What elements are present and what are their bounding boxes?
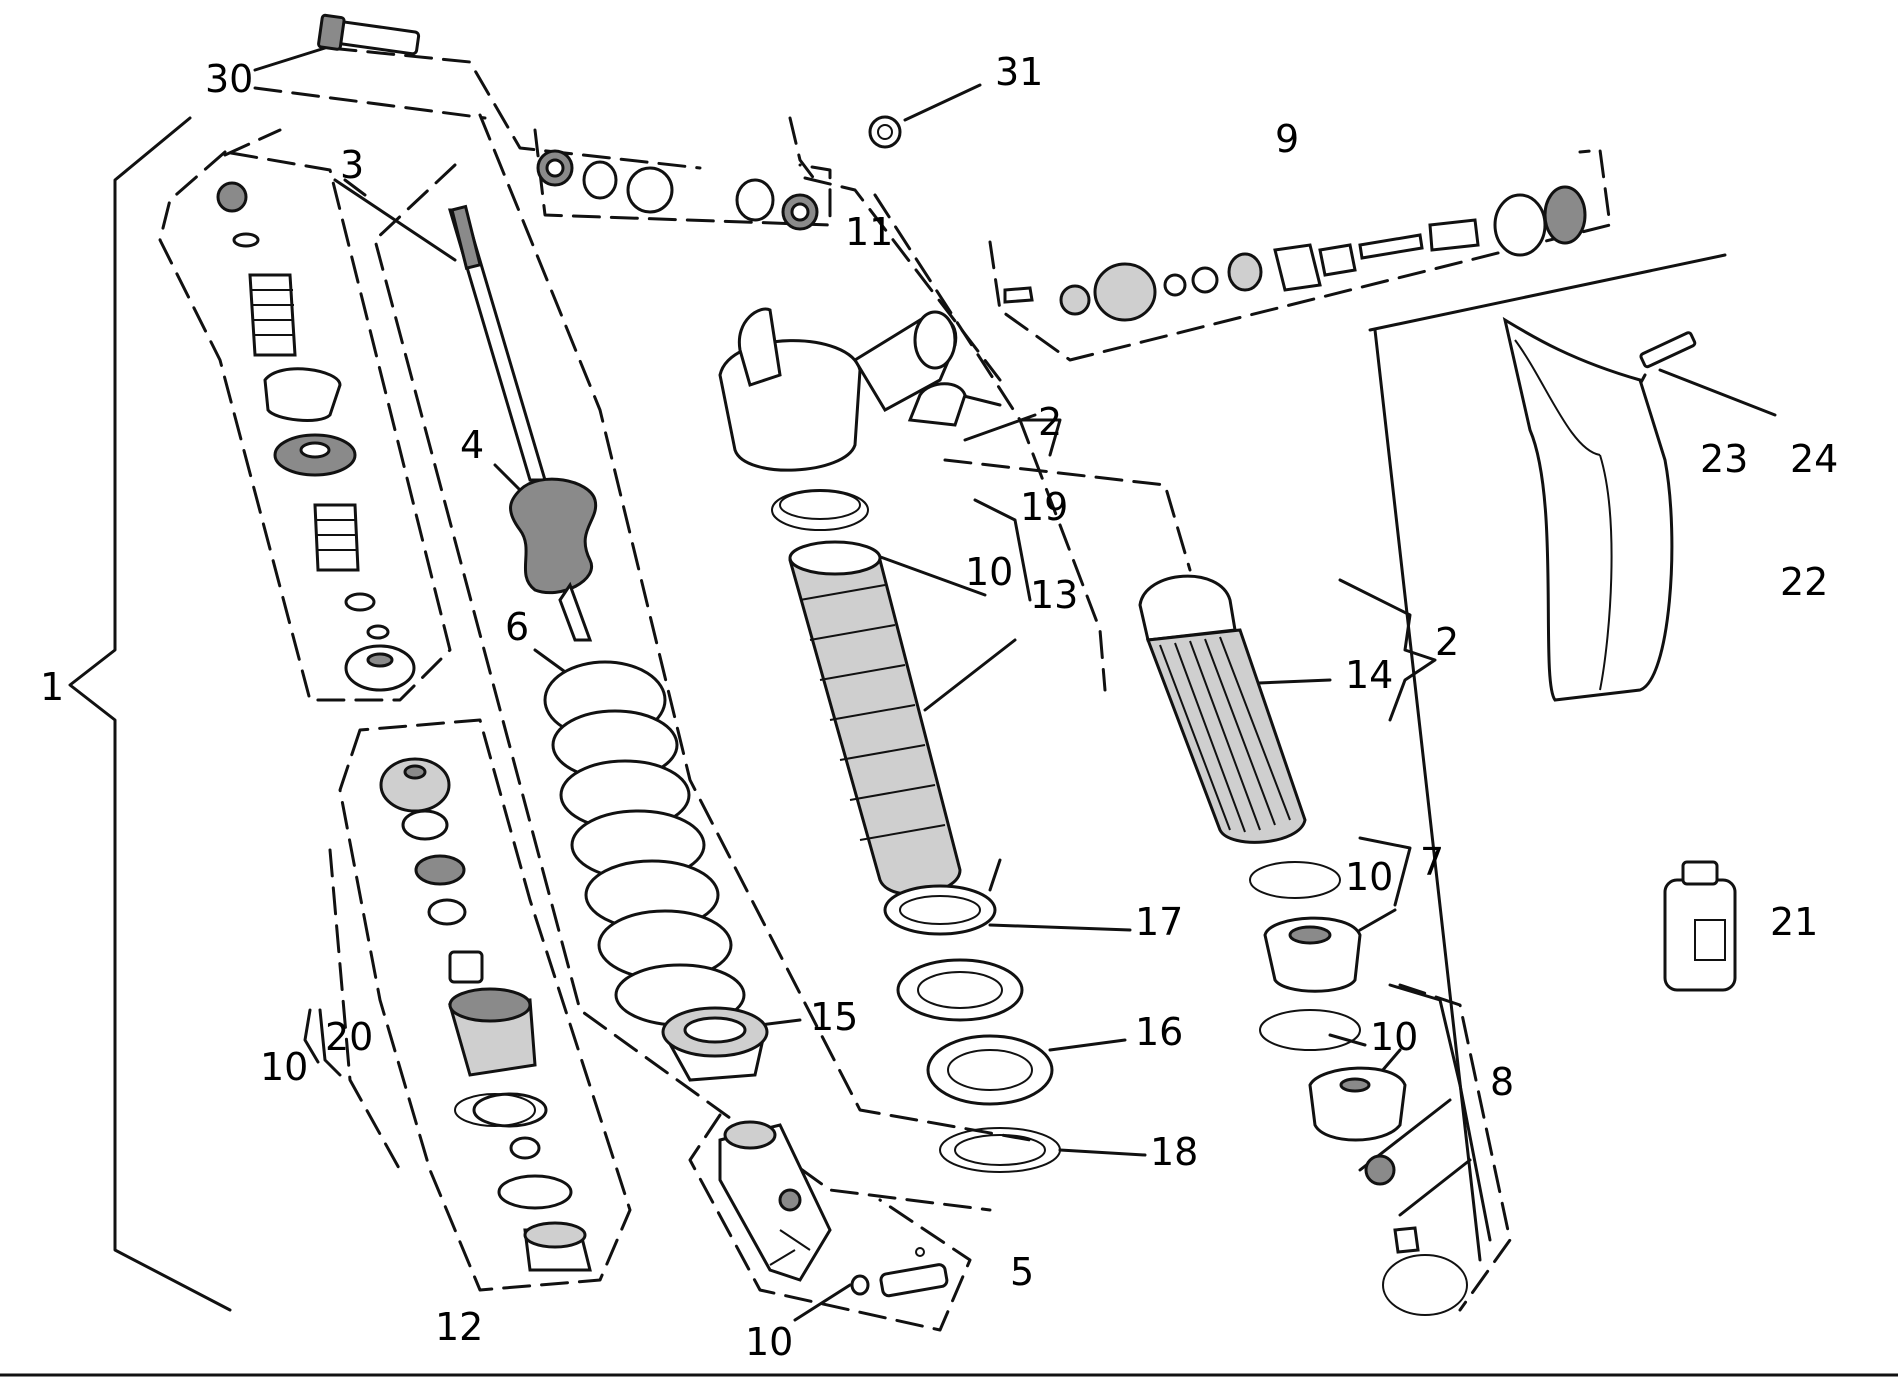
reservoir-14	[1138, 574, 1307, 844]
rings-16-17-18	[883, 884, 1061, 1173]
label-7: 7	[1420, 840, 1444, 884]
label-16: 16	[1135, 1010, 1183, 1054]
labels: 30 31 3 9 11 2 4 19 10 13 6 23 24 22 2 1…	[40, 50, 1838, 1364]
label-1: 1	[40, 665, 64, 709]
label-6: 6	[505, 605, 529, 649]
label-10-a: 10	[965, 550, 1013, 594]
label-23: 23	[1700, 437, 1748, 481]
label-9: 9	[1275, 117, 1299, 161]
shaft-assembly-4	[447, 204, 598, 642]
label-10-d: 10	[260, 1045, 308, 1089]
label-2-top: 2	[1038, 400, 1062, 444]
eyelet-5	[718, 1120, 949, 1298]
label-11: 11	[845, 210, 893, 254]
label-10-b: 10	[1345, 855, 1393, 899]
label-5: 5	[1010, 1250, 1034, 1294]
label-10-c: 10	[1370, 1015, 1418, 1059]
label-8: 8	[1490, 1060, 1514, 1104]
body-13	[788, 540, 962, 896]
label-10-e: 10	[745, 1320, 793, 1364]
nut-31	[868, 115, 902, 149]
label-17: 17	[1135, 900, 1183, 944]
mud-guard-22	[1502, 316, 1697, 702]
label-19: 19	[1020, 485, 1068, 529]
label-20: 20	[325, 1015, 373, 1059]
bolt-30	[317, 13, 421, 56]
reservoir-caps-7-8	[1263, 916, 1468, 1316]
label-2-right: 2	[1435, 620, 1459, 664]
label-18: 18	[1150, 1130, 1198, 1174]
label-21: 21	[1770, 900, 1818, 944]
bushings-11	[536, 149, 819, 231]
head-19	[718, 307, 967, 472]
label-15: 15	[810, 995, 858, 1039]
label-13: 13	[1030, 573, 1078, 617]
spring-6	[543, 660, 746, 1027]
valve-stack-3	[216, 181, 416, 692]
label-3: 3	[340, 143, 364, 187]
label-12: 12	[435, 1305, 483, 1349]
label-14: 14	[1345, 653, 1393, 697]
label-4: 4	[460, 423, 484, 467]
label-24: 24	[1790, 437, 1838, 481]
spring-seat-15	[661, 1006, 769, 1082]
label-31: 31	[995, 50, 1043, 94]
adjuster-9	[1003, 185, 1587, 322]
label-22: 22	[1780, 560, 1828, 604]
o-rings-10	[454, 489, 1361, 1127]
valve-stack-12	[379, 757, 592, 1272]
label-30: 30	[205, 57, 253, 101]
group-outlines	[68, 46, 1727, 1332]
oil-bottle-21	[1663, 860, 1737, 992]
